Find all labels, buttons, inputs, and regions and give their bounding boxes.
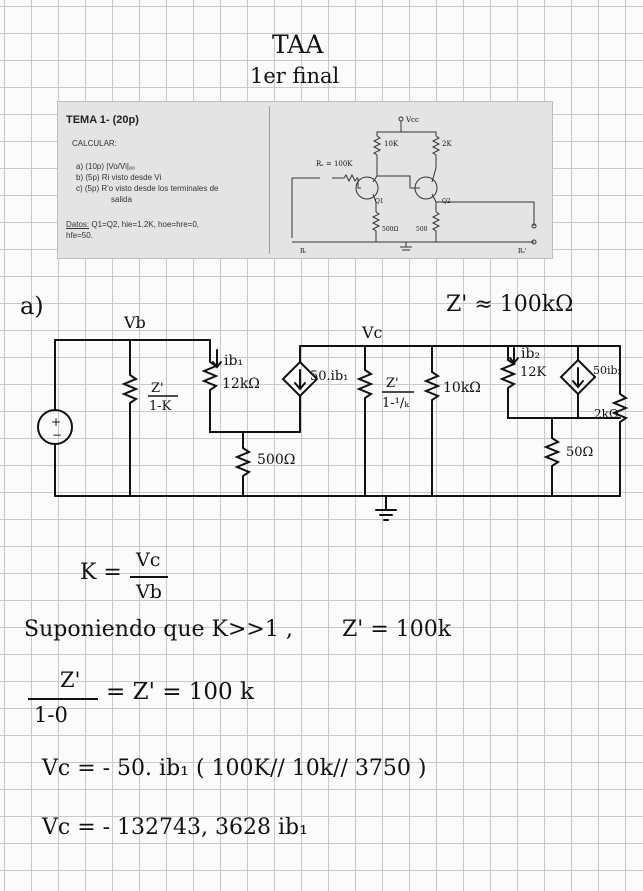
- frac-rhs: = Z' = 100 k: [106, 679, 254, 705]
- r12k-b-label: 12K: [520, 365, 547, 380]
- r500ohm-label: 500Ω: [257, 452, 295, 468]
- problem-datos-2: hfe=50.: [66, 231, 93, 240]
- printed-ri-label: Rᵢ: [300, 248, 307, 255]
- z1k-den: 1-K: [149, 399, 172, 414]
- source-minus: −: [52, 428, 62, 442]
- printed-500a-label: 500Ω: [382, 226, 398, 233]
- printed-ro-label: Rₒ': [518, 248, 527, 255]
- dependent-source-2-icon: [559, 358, 597, 396]
- z-approx: Z' ≈ 100kΩ: [446, 292, 574, 317]
- r2k-label: 2kΩ: [594, 407, 619, 421]
- page-title: TAA: [272, 30, 324, 59]
- problem-circuit: Vcc 10K 2K Rₛ = 100K Q1 Q2 500Ω 500 Rᵢ R…: [291, 116, 537, 255]
- z11k-num: Z': [386, 376, 399, 391]
- printed-vcc-label: Vcc: [405, 116, 419, 124]
- datos-label: Datos:: [66, 220, 90, 229]
- frac-den: 1-0: [34, 703, 68, 727]
- part-a-label: a): [20, 292, 44, 320]
- problem-divider: [269, 106, 270, 254]
- dependent-source-1-icon: [281, 360, 319, 398]
- r12k-a-label: 12kΩ: [222, 376, 260, 392]
- datos-text: Q1=Q2, hie=1.2K, hoe=hre=0,: [89, 220, 199, 229]
- problem-statement-image: TEMA 1- (20p) CALCULAR: a) (10p) |Vo/Vi|…: [57, 101, 553, 259]
- node-vc-label: Vc: [361, 323, 383, 342]
- src1-label: 50.ib₁: [310, 369, 348, 384]
- frac-num: Z': [60, 668, 81, 692]
- frac-bar: [28, 698, 98, 700]
- node-vb-label: Vb: [123, 313, 146, 332]
- page-subtitle: 1er final: [250, 64, 340, 88]
- z1k-num: Z': [151, 381, 164, 396]
- problem-item-a: a) (10p) |Vo/Vi|ₐ₀: [76, 162, 136, 171]
- printed-rs-label: Rₛ = 100K: [316, 160, 353, 168]
- printed-2k-label: 2K: [442, 140, 452, 148]
- equivalent-circuit: + − Vb Vc Z' 1-K ib₁ 12kΩ 50.ib₁ 500Ω Z'…: [37, 313, 629, 521]
- printed-q2-label: Q2: [442, 198, 451, 205]
- problem-item-c: c) (5p) R'o visto desde los terminales d…: [76, 184, 219, 193]
- printed-q1-label: Q1: [375, 198, 384, 205]
- src2-label: 50ib₂: [593, 364, 622, 377]
- problem-heading: TEMA 1- (20p): [66, 114, 139, 126]
- z11k-den: 1-¹/ₖ: [382, 396, 410, 411]
- source-plus: +: [51, 415, 61, 429]
- k-fraction-bar: [130, 576, 168, 578]
- printed-500b-label: 500: [416, 226, 428, 233]
- r50-label: 50Ω: [566, 445, 593, 460]
- ib2-label: ib₂: [521, 346, 540, 362]
- problem-datos: Datos: Q1=Q2, hie=1.2K, hoe=hre=0,: [66, 220, 199, 229]
- k-lhs: K =: [80, 560, 122, 585]
- printed-10k-label: 10K: [384, 140, 399, 148]
- equation-2: Vc = - 132743, 3628 ib₁: [42, 815, 308, 840]
- problem-item-c-cont: salida: [111, 195, 132, 204]
- k-den: Vb: [136, 581, 162, 603]
- assumption-text: Suponiendo que K>>1 ,: [24, 617, 293, 642]
- k-num: Vc: [136, 549, 161, 571]
- voltage-source-icon: [37, 409, 73, 445]
- problem-calc: CALCULAR:: [72, 139, 117, 148]
- assumption-z: Z' = 100k: [342, 617, 452, 642]
- ib1-label: ib₁: [224, 353, 243, 369]
- problem-item-b: b) (5p) Ri visto desde Vi: [76, 173, 162, 182]
- equation-1: Vc = - 50. ib₁ ( 100K// 10k// 3750 ): [42, 756, 427, 781]
- r10k-label: 10kΩ: [443, 380, 481, 396]
